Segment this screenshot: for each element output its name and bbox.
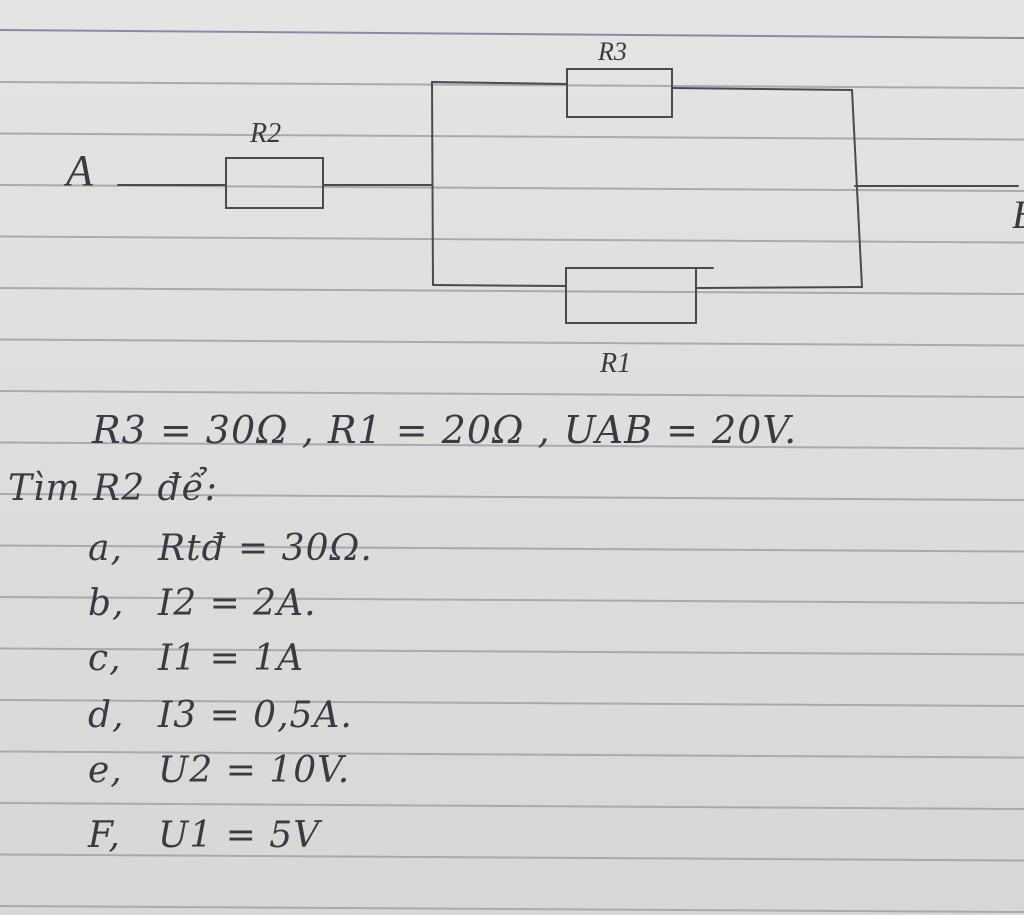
item-key: b, — [88, 583, 125, 624]
ruled-line — [0, 750, 1024, 759]
circuit-diagram: A B R2 R3 R1 — [63, 37, 1024, 379]
item-text: I3 = 0,5A. — [158, 695, 353, 736]
ruled-line — [0, 699, 1024, 707]
list-item-b: b, I2 = 2A. — [88, 583, 317, 624]
ruled-line — [0, 802, 1024, 810]
ruled-line — [0, 493, 1024, 501]
item-text: U1 = 5V — [158, 815, 321, 856]
item-key: a, — [88, 528, 123, 569]
item-text: I1 = 1A — [158, 638, 305, 679]
ruled-line — [0, 596, 1024, 604]
list-item-e: e, U2 = 10V. — [88, 750, 350, 791]
item-key: c, — [88, 638, 122, 679]
wire-top-right — [671, 87, 853, 91]
item-key: d, — [88, 695, 125, 736]
item-text: I2 = 2A. — [158, 583, 317, 624]
item-text: U2 = 10V. — [158, 750, 351, 791]
list-item-d: d, I3 = 0,5A. — [88, 695, 353, 736]
item-key: e, — [88, 750, 123, 791]
task-statement: Tìm R2 để: — [8, 468, 218, 509]
ruled-line — [0, 338, 1024, 347]
ruled-line — [0, 441, 1024, 450]
ruled-line — [0, 81, 1024, 89]
item-text: Rtđ = 30Ω. — [158, 528, 373, 569]
ruled-line — [0, 647, 1024, 656]
given-values: R3 = 30Ω , R1 = 20Ω , UAB = 20V. — [92, 408, 798, 452]
ruled-line — [0, 853, 1024, 862]
list-item-c: c, I1 = 1A — [88, 638, 304, 679]
ruled-line — [0, 287, 1024, 295]
resistor-r2 — [225, 157, 324, 209]
wire-bottom-right — [695, 286, 863, 289]
resistor-r3-label: R3 — [597, 37, 627, 66]
wire-right-vertical — [851, 89, 863, 288]
terminal-a-label: A — [63, 146, 94, 195]
wire-top-left — [431, 81, 568, 85]
ruled-line — [0, 544, 1024, 553]
resistor-r1-label: R1 — [599, 348, 631, 379]
wire-left-vertical — [431, 81, 434, 286]
wire-bottom-left — [432, 284, 567, 287]
terminal-b-label: B — [1012, 192, 1024, 237]
list-item-a: a, Rtđ = 30Ω. — [88, 528, 373, 569]
resistor-r1 — [565, 267, 697, 324]
ruled-line — [0, 390, 1024, 398]
ruled-line — [0, 132, 1024, 141]
resistor-r2-label: R2 — [249, 118, 281, 149]
resistor-r3 — [566, 68, 673, 118]
ruled-line — [0, 235, 1024, 244]
ruled-line — [0, 905, 1024, 913]
list-item-f: F, U1 = 5V — [88, 815, 320, 856]
top-margin-line — [0, 29, 1024, 39]
item-key: F, — [88, 815, 121, 856]
